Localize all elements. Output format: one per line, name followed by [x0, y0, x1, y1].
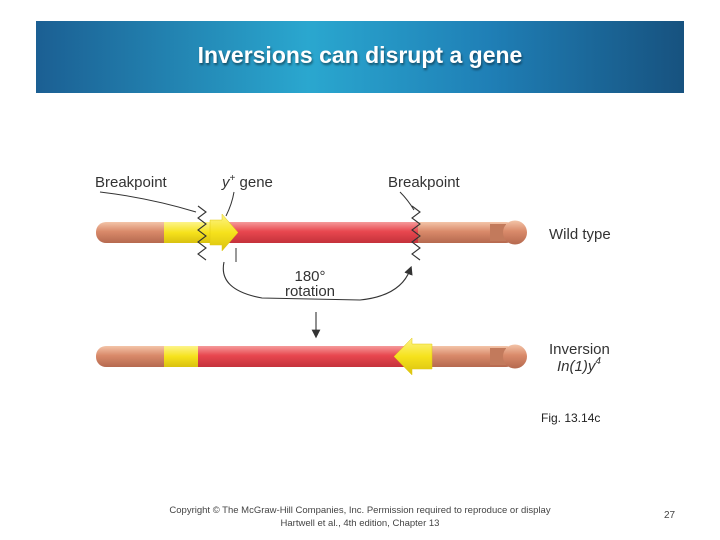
title-bar: Inversions can disrupt a gene [36, 21, 684, 93]
breakpoint-right-pointer [399, 191, 415, 211]
gene-arrow-right [209, 213, 239, 252]
centromere [490, 224, 506, 241]
figure-caption: Fig. 13.14c [541, 411, 601, 425]
breakpoint-zigzag-right [411, 205, 421, 261]
wild-type-chromosome [96, 205, 527, 262]
footer-line-1: Copyright © The McGraw-Hill Companies, I… [169, 505, 551, 516]
gene-pointer [225, 191, 235, 217]
footer-line-2: Hartwell et al., 4th edition, Chapter 13 [280, 518, 440, 529]
inverted-segment [216, 222, 418, 243]
inversion-chromosome [96, 337, 527, 376]
chromosome-end-knob [503, 344, 527, 369]
inverted-segment [198, 346, 408, 367]
inversion-notation: In(1)y4 [557, 356, 601, 375]
inversion-superscript: 4 [595, 356, 601, 367]
slide-title: Inversions can disrupt a gene [197, 41, 523, 68]
breakpoint-label-left: Breakpoint [95, 174, 168, 191]
gene-word: gene [235, 174, 273, 191]
rotation-label-word: rotation [285, 283, 335, 300]
gene-superscript: + [230, 173, 236, 184]
gene-arrow-left [393, 337, 433, 376]
gene-symbol: y [221, 174, 231, 191]
copyright-footer: Copyright © The McGraw-Hill Companies, I… [130, 504, 590, 530]
inversion-notation-text: In(1)y [557, 358, 597, 375]
yellow-gene-block [164, 346, 198, 367]
page-number: 27 [664, 510, 676, 521]
wild-type-label: Wild type [549, 226, 611, 243]
breakpoint-label-right: Breakpoint [388, 174, 461, 191]
chromosome-end-knob [503, 220, 527, 245]
rotation-label-degrees: 180° [294, 268, 325, 285]
centromere [490, 348, 506, 365]
gene-label: y+ gene [221, 173, 273, 191]
yellow-gene-block [164, 222, 216, 243]
breakpoint-zigzag-left [197, 205, 207, 261]
inversion-label: Inversion [549, 341, 610, 358]
rotation-arc-arrow [222, 261, 413, 301]
breakpoint-left-pointer [99, 191, 197, 213]
